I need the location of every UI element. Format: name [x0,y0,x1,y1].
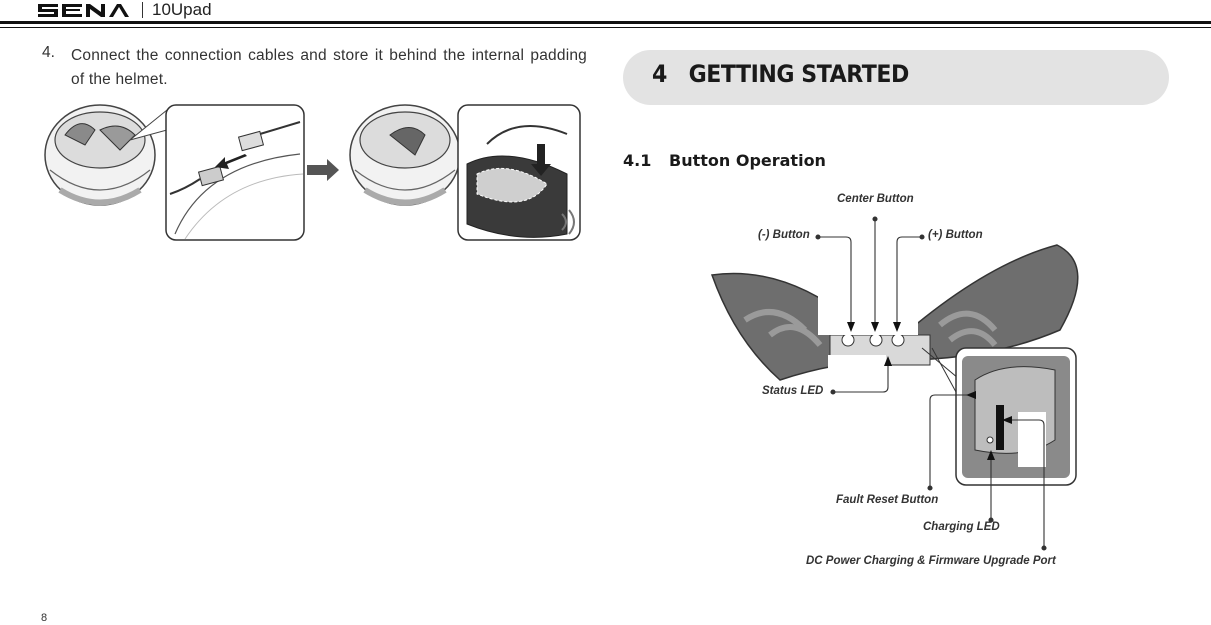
step-number: 4. [42,44,55,61]
page-number: 8 [41,612,48,624]
detail-panel-2 [457,104,581,241]
section-title: GETTING STARTED [688,60,910,88]
callout-plus-button: (+) Button [928,229,983,241]
sena-logo [38,4,129,17]
callout-wedge-1 [129,108,168,141]
header-rule-thin [0,27,1211,28]
section-number: 4 [652,60,667,88]
callout-minus-button: (-) Button [758,229,810,241]
subsection-heading: 4.1 Button Operation [623,151,826,170]
subsection-title: Button Operation [669,151,826,170]
section-heading: 4 GETTING STARTED [652,60,909,88]
step-text: Connect the connection cables and store … [71,47,587,88]
callout-status-led: Status LED [762,385,824,397]
header-rule [0,21,1211,24]
product-name: 10Upad [152,0,212,19]
callout-center-button: Center Button [837,193,914,205]
callout-leader-lines [815,216,1047,551]
subsection-number: 4.1 [623,151,652,170]
helmet-illustration-1 [44,104,156,206]
callout-dc-power-port: DC Power Charging & Firmware Upgrade Por… [806,555,1056,567]
section-heading-bar [623,50,1169,105]
callout-charging-led: Charging LED [923,521,1000,533]
headset-diagram [710,244,1079,486]
detail-panel-1 [165,104,305,241]
helmet-illustration-2 [349,104,461,206]
header-separator [142,2,143,18]
callout-fault-reset-button: Fault Reset Button [836,494,939,506]
right-arrow-icon [307,159,339,181]
